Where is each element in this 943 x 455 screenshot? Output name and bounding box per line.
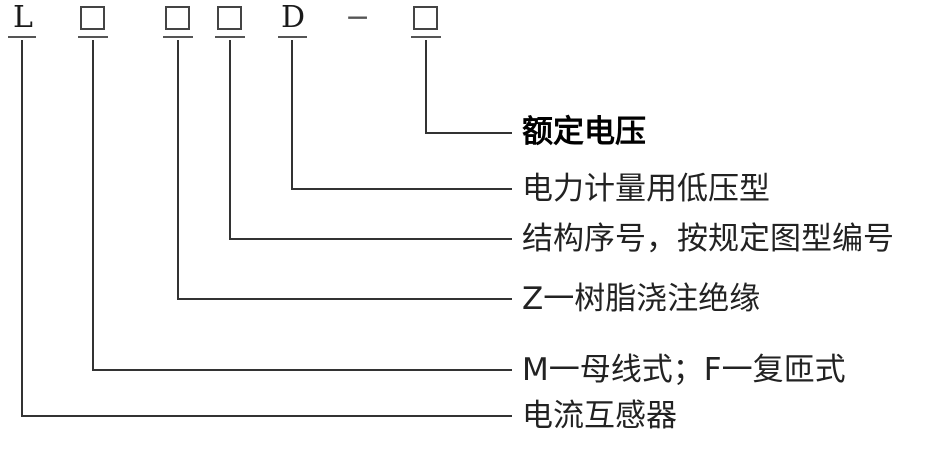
- desc-rated-voltage: 额定电压: [522, 114, 646, 150]
- desc-structure-serial: 结构序号，按规定图型编号: [522, 221, 894, 257]
- code-dash: −: [345, 0, 371, 35]
- placeholder-box-3: [217, 6, 242, 30]
- code-underline-box-4: [411, 36, 441, 38]
- connector-resin-casting: [177, 40, 512, 300]
- connector-structure-serial: [229, 40, 512, 240]
- connector-low-voltage: [291, 40, 512, 190]
- placeholder-box-4: [413, 6, 438, 30]
- placeholder-box-2: [165, 6, 190, 30]
- desc-resin-casting: Z一树脂浇注绝缘: [522, 281, 761, 317]
- connector-busbar-type: [92, 40, 512, 371]
- connector-current-transformer: [21, 40, 512, 417]
- placeholder-box-1: [80, 6, 105, 30]
- desc-low-voltage-metering: 电力计量用低压型: [522, 171, 770, 207]
- code-underline-box-3: [215, 36, 245, 38]
- code-underline-d: [278, 36, 307, 38]
- code-letter-l: L: [13, 0, 33, 35]
- code-underline-box-2: [163, 36, 193, 38]
- code-letter-d: D: [281, 0, 306, 35]
- code-underline-box-1: [78, 36, 108, 38]
- connector-rated-voltage: [425, 40, 512, 134]
- code-underline-l: [8, 36, 36, 38]
- desc-busbar-type: M一母线式；F一复匝式: [522, 352, 846, 388]
- desc-current-transformer: 电流互感器: [522, 398, 677, 434]
